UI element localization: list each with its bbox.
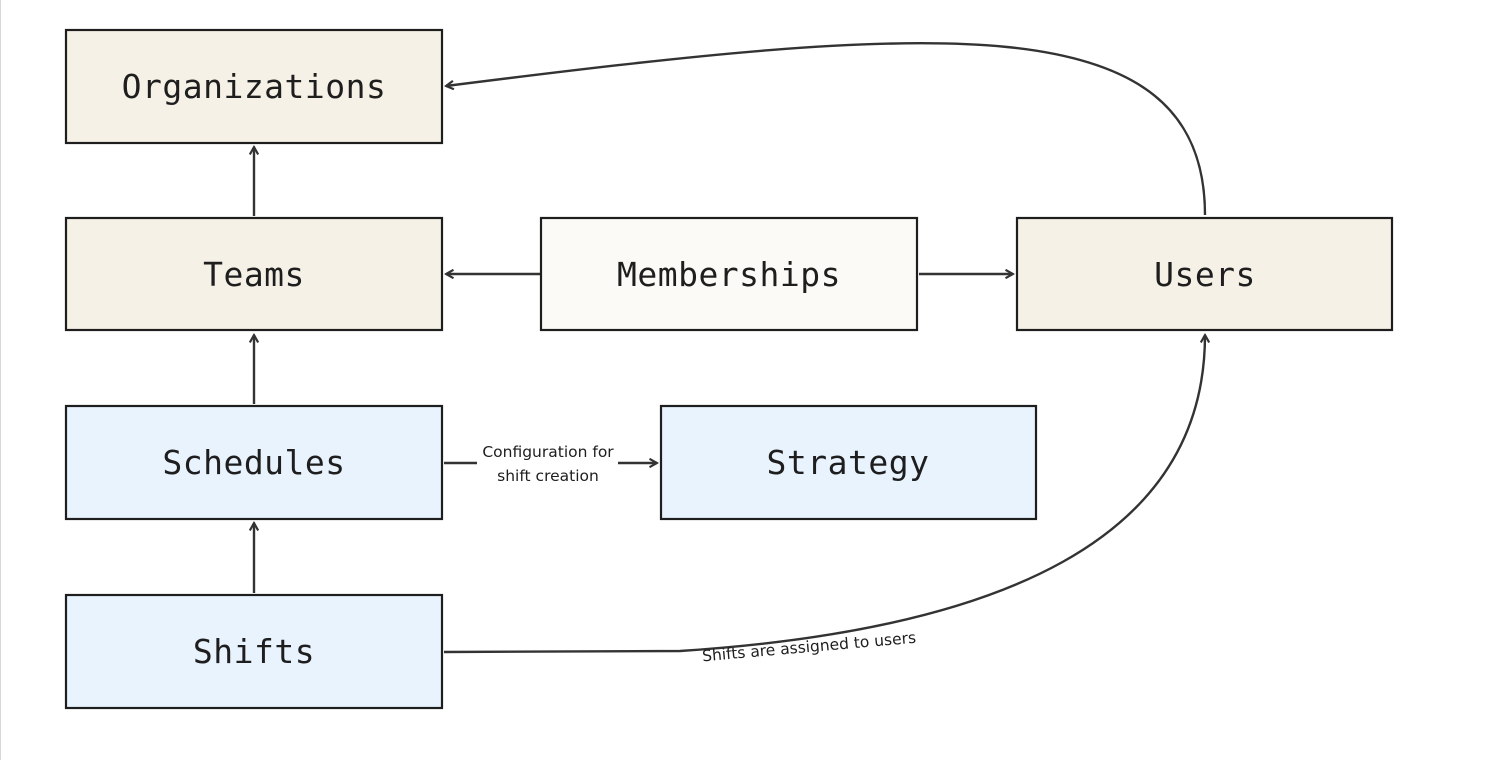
node-organizations[interactable]: Organizations [64,28,444,145]
canvas-left-border [0,0,1,760]
node-shifts[interactable]: Shifts [64,593,444,710]
edge-label-shifts-assigned: Shifts are assigned to users [701,629,916,666]
node-users-label: Users [1154,255,1256,294]
node-teams-label: Teams [203,255,305,294]
node-schedules-label: Schedules [162,443,345,482]
node-strategy[interactable]: Strategy [659,404,1038,521]
edge-shifts-to-users[interactable] [443,335,1205,654]
node-teams[interactable]: Teams [64,216,444,332]
node-strategy-label: Strategy [767,443,930,482]
node-schedules[interactable]: Schedules [64,404,444,521]
node-memberships-label: Memberships [617,255,841,294]
edge-label-configuration-line2: shift creation [497,467,599,485]
node-shifts-label: Shifts [193,632,315,671]
node-organizations-label: Organizations [122,67,387,106]
node-memberships[interactable]: Memberships [539,216,919,332]
edge-users-to-organizations[interactable] [446,41,1207,216]
edge-label-configuration-line1: Configuration for [482,443,614,461]
node-users[interactable]: Users [1015,216,1394,332]
